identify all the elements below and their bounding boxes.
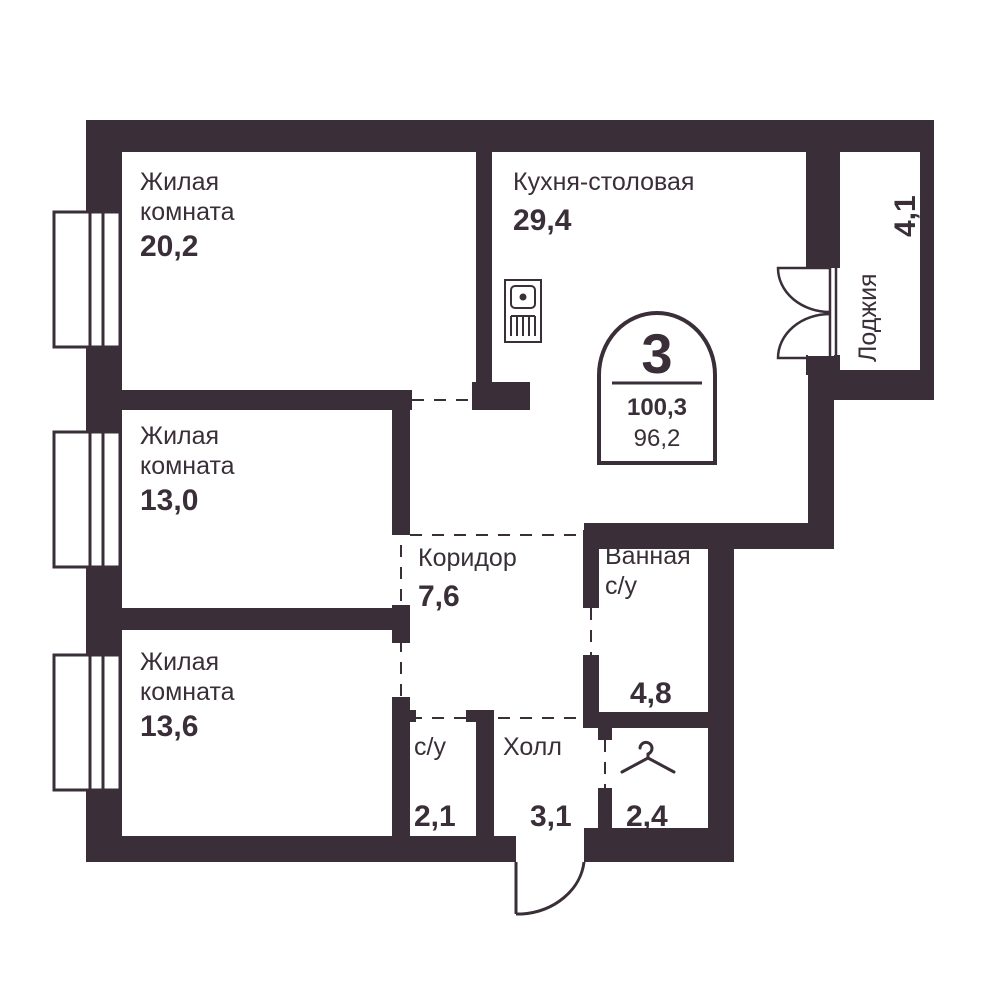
wall-living1-kitchen (476, 150, 492, 410)
corridor-name: Коридор (418, 544, 517, 572)
kitchen-name: Кухня-столовая (513, 168, 694, 196)
window-living2 (52, 430, 122, 569)
corridor-area: 7,6 (418, 580, 460, 613)
room-wardrobe: 2,4 (626, 800, 668, 833)
wall-bottom (86, 836, 516, 862)
door-swing-icon (514, 861, 586, 916)
windows (52, 210, 122, 792)
wall-bath-left-top (583, 530, 599, 608)
zone-boundaries (400, 399, 606, 788)
living3-name-line1: Жилая (140, 648, 219, 676)
wall-right-lower (708, 525, 734, 862)
room-bathroom: Ванная с/у 4,8 (605, 542, 691, 710)
apartment-badge: 3 100,3 96,2 (597, 311, 717, 465)
wall-kitchen-stub (472, 382, 530, 410)
living3-area: 13,6 (140, 710, 198, 743)
wall-top (86, 120, 934, 152)
hall-area: 3,1 (530, 800, 572, 833)
badge-living-area: 96,2 (634, 425, 681, 452)
living2-name-line2: комната (140, 452, 235, 480)
room-loggia: Лоджия 4,1 (854, 195, 922, 362)
wall-loggia-right (920, 120, 934, 400)
wall-loggia-inner-bottom (806, 355, 840, 375)
loggia-name: Лоджия (854, 273, 882, 362)
room-corridor: Коридор 7,6 (418, 544, 517, 613)
wall-living2-living3 (120, 608, 410, 630)
wall-bath-bottom (583, 712, 723, 728)
room-living1: Жилая комната 20,2 (140, 168, 235, 263)
wall-living2-corridor (392, 395, 410, 535)
wall-wardrobe-left (598, 788, 612, 848)
window-living3 (52, 653, 122, 792)
bathroom-area: 4,8 (630, 677, 672, 710)
living3-name-line2: комната (140, 678, 235, 706)
window-living1 (52, 210, 122, 349)
loggia-area: 4,1 (889, 195, 922, 237)
bathroom-name-line2: с/у (605, 572, 637, 600)
room-wc: с/у 2,1 (414, 733, 456, 833)
double-door-icon (776, 266, 838, 360)
bathroom-name-line1: Ванная (605, 542, 691, 570)
hall-name: Холл (503, 733, 562, 761)
room-kitchen: Кухня-столовая 29,4 (513, 168, 694, 237)
wardrobe-area: 2,4 (626, 800, 668, 833)
wall-living3-wc (392, 697, 410, 847)
wall-living1-living2 (120, 390, 412, 410)
wall-kitchen-bottom (584, 523, 834, 549)
badge-outline (597, 311, 717, 465)
kitchen-area: 29,4 (513, 204, 572, 237)
room-living2: Жилая комната 13,0 (140, 422, 235, 517)
sink-icon (504, 279, 542, 343)
wc-name: с/у (414, 733, 446, 761)
badge-total-area: 100,3 (627, 394, 687, 421)
wall-bath-left-bottom (583, 655, 599, 727)
living2-name-line1: Жилая (140, 422, 219, 450)
badge-rooms: 3 (641, 322, 672, 385)
wc-area: 2,1 (414, 800, 456, 833)
living1-name-line2: комната (140, 198, 235, 226)
wall-wardrobe-stub (598, 728, 612, 740)
living2-area: 13,0 (140, 484, 198, 517)
wall-wc-top-stub (408, 710, 416, 722)
wall-hall-stub (466, 710, 494, 722)
room-living3: Жилая комната 13,6 (140, 648, 235, 743)
wall-living3-corridor (392, 605, 410, 643)
wall-loggia-inner-top (806, 150, 840, 268)
wall-wc-hall (476, 710, 494, 850)
hanger-icon (620, 740, 676, 774)
living1-area: 20,2 (140, 230, 198, 263)
living1-name-line1: Жилая (140, 168, 219, 196)
room-hall: Холл 3,1 (503, 733, 572, 833)
